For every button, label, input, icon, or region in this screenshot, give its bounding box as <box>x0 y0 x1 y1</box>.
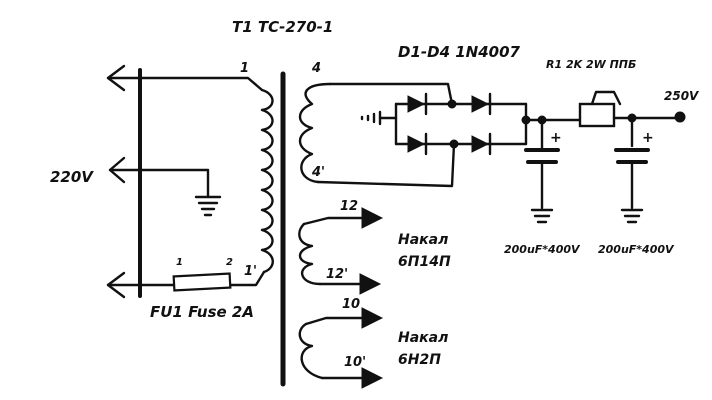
pin-fuse-2: 2 <box>226 257 233 268</box>
resistor-r1 <box>578 90 634 128</box>
transformer-primary <box>260 88 274 274</box>
pin-secondary-start: 4 <box>311 61 321 76</box>
pin-heater2-end: 10' <box>344 355 366 370</box>
pin-heater1-start: 12 <box>340 199 358 214</box>
diode-d1 <box>407 92 428 116</box>
pin-primary-end: 1' <box>244 264 257 279</box>
ground-symbol <box>194 195 222 217</box>
cap1-plus: + <box>550 130 562 146</box>
capacitor-c1 <box>524 118 560 224</box>
pin-heater1-end: 12' <box>326 267 348 282</box>
heater2-title: Накал <box>398 330 448 346</box>
heater1-title: Накал <box>398 232 448 248</box>
bridge-rectifier <box>360 102 582 146</box>
pin-secondary-end: 4' <box>311 165 325 180</box>
heater-winding-1 <box>298 207 384 295</box>
cap2-plus: + <box>642 130 654 146</box>
heater2-tube: 6Н2П <box>398 352 441 368</box>
diode-d4 <box>471 132 492 156</box>
cap1-label: 200uF*400V <box>504 243 581 256</box>
mains-voltage-label: 220V <box>50 168 94 186</box>
cap2-label: 200uF*400V <box>598 243 675 256</box>
diode-d2 <box>471 92 492 116</box>
capacitor-c2 <box>614 111 686 224</box>
secondary-winding <box>298 82 456 188</box>
fuse-label: FU1 Fuse 2A <box>150 303 254 321</box>
pin-heater2-start: 10 <box>342 297 360 312</box>
pin-fuse-1: 1 <box>176 257 183 268</box>
diodes-label: D1-D4 1N4007 <box>398 43 521 61</box>
resistor-label: R1 2K 2W ППБ <box>546 58 636 71</box>
diode-d3 <box>407 132 428 156</box>
heater1-tube: 6П14П <box>398 254 451 270</box>
heater-winding-2 <box>298 307 384 389</box>
transformer-label: T1 TC-270-1 <box>232 18 333 36</box>
fuse <box>172 272 232 292</box>
mains-input <box>106 64 266 299</box>
pin-primary-start: 1 <box>240 61 249 76</box>
output-voltage-label: 250V <box>664 89 700 103</box>
